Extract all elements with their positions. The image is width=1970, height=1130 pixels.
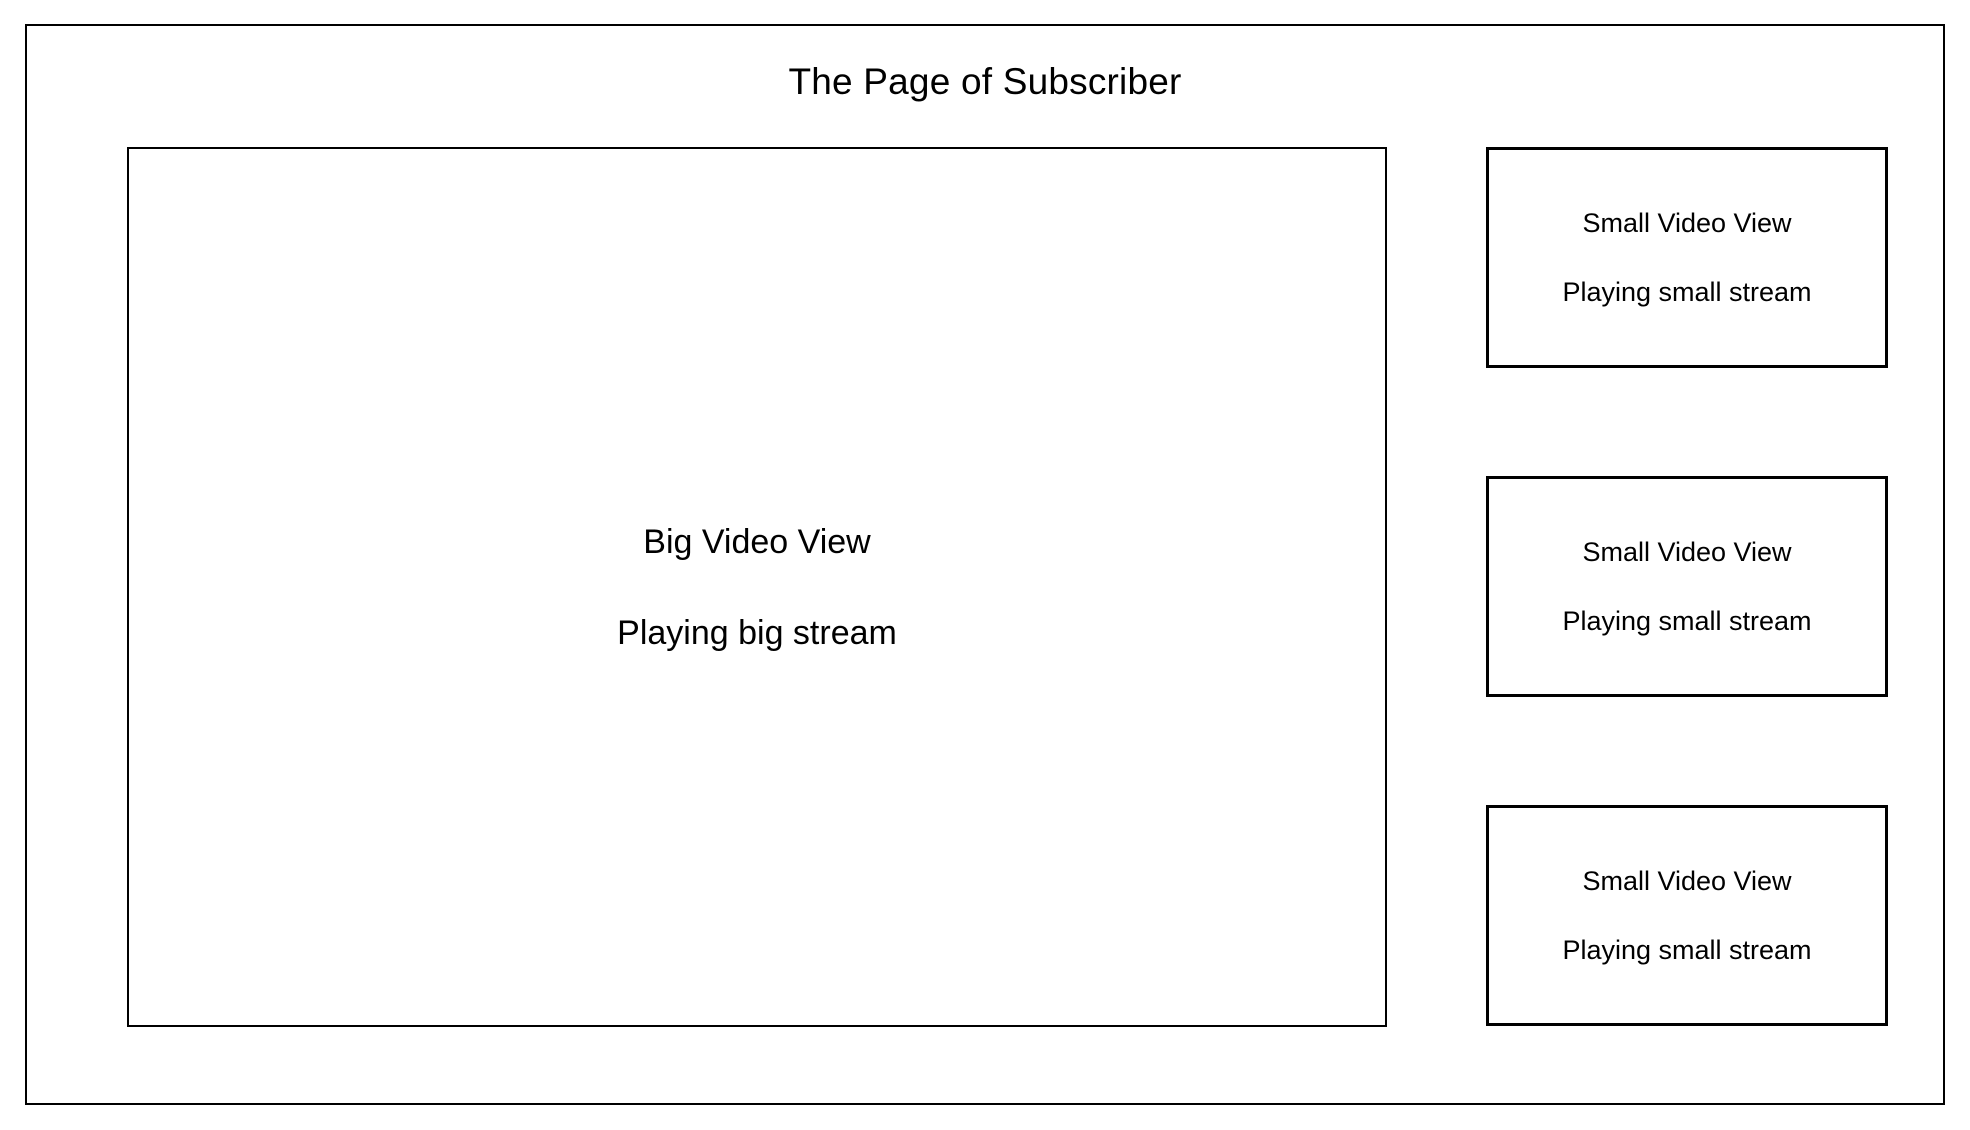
big-video-view-label: Big Video View	[643, 522, 871, 561]
small-video-view-status: Playing small stream	[1562, 935, 1812, 965]
big-video-view[interactable]: Big Video View Playing big stream	[127, 147, 1387, 1027]
small-video-view-3[interactable]: Small Video View Playing small stream	[1486, 805, 1888, 1026]
small-video-list: Small Video View Playing small stream Sm…	[1486, 147, 1888, 1027]
small-video-view-label: Small Video View	[1582, 866, 1792, 896]
small-video-view-2[interactable]: Small Video View Playing small stream	[1486, 476, 1888, 697]
small-video-view-label: Small Video View	[1582, 537, 1792, 567]
small-video-view-status: Playing small stream	[1562, 277, 1812, 307]
small-video-view-label: Small Video View	[1582, 208, 1792, 238]
big-video-view-status: Playing big stream	[617, 613, 897, 652]
small-video-view-1[interactable]: Small Video View Playing small stream	[1486, 147, 1888, 368]
page-frame: The Page of Subscriber Big Video View Pl…	[25, 24, 1945, 1105]
small-video-view-status: Playing small stream	[1562, 606, 1812, 636]
page-title: The Page of Subscriber	[788, 61, 1182, 102]
